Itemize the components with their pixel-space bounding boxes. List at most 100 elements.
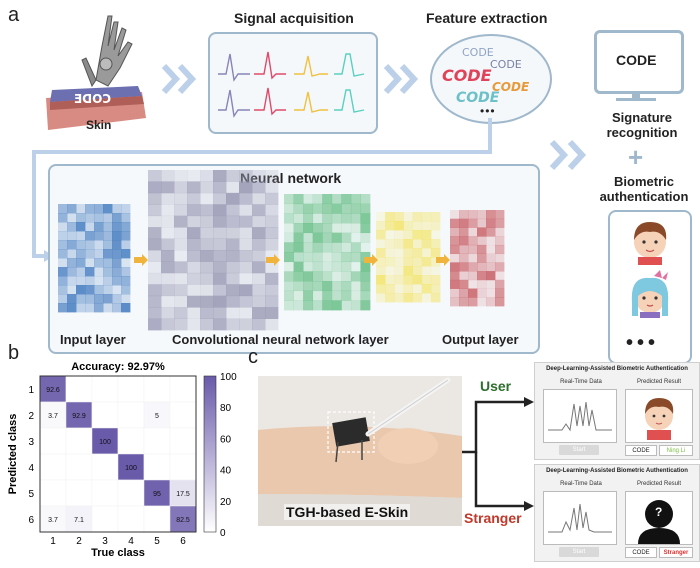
chevron-right-icon xyxy=(548,138,592,177)
cell-value-label: 3.7 xyxy=(48,413,58,420)
user-label: User xyxy=(480,378,512,394)
skin-label: Skin xyxy=(86,118,112,132)
heatmap-cell xyxy=(143,453,171,481)
colorbar-tick-label: 40 xyxy=(220,466,232,477)
heatmap-cell xyxy=(169,375,197,403)
card-title: Deep-Learning-Assisted Biometric Authent… xyxy=(546,366,688,372)
predicted-result-pane: ? xyxy=(625,491,693,545)
stranger-result-tag: Stranger xyxy=(659,547,693,558)
eskin-label: TGH-based E-Skin xyxy=(284,504,411,520)
predicted-result-label: Predicted Result xyxy=(636,379,682,385)
heatmap-cell xyxy=(65,427,93,455)
cell-value-label: 92.9 xyxy=(72,413,86,420)
x-tick-label: 2 xyxy=(76,536,82,547)
cell-value-label: 100 xyxy=(125,465,137,472)
heatmap-cell xyxy=(169,479,197,507)
heatmap-cell xyxy=(169,427,197,455)
cell-value-label: 95 xyxy=(153,491,161,498)
layer-mosaic xyxy=(284,194,371,311)
heatmap-cell xyxy=(65,375,93,403)
arrow-right-icon xyxy=(364,254,378,266)
heatmap-cell xyxy=(65,479,93,507)
heatmap-cell xyxy=(117,453,145,481)
layer-mosaic xyxy=(58,204,131,313)
y-tick-label: 2 xyxy=(28,411,34,422)
heatmap-cell xyxy=(117,479,145,507)
code-tag: CODE xyxy=(625,547,657,558)
heatmap-cell xyxy=(39,479,67,507)
panel-b-letter: b xyxy=(8,342,20,364)
stranger-auth-card: Deep-Learning-Assisted Biometric Authent… xyxy=(534,464,700,562)
predicted-result-label: Predicted Result xyxy=(636,481,682,487)
arrow-right-icon xyxy=(266,254,280,266)
faces-ellipsis: ••• xyxy=(626,332,660,354)
heatmap-cell xyxy=(39,401,67,429)
heatmap-cell xyxy=(143,505,171,533)
heatmap-cell xyxy=(65,453,93,481)
question-mark: ? xyxy=(655,505,663,519)
colorbar-tick-label: 80 xyxy=(220,403,232,414)
colorbar-tick-label: 100 xyxy=(220,372,237,383)
monitor-code-text: CODE xyxy=(616,52,657,68)
heatmap-cell xyxy=(91,505,119,533)
feature-word: CODE xyxy=(492,80,530,94)
heatmap-cell xyxy=(91,375,119,403)
signal-acquisition-title: Signal acquisition xyxy=(234,10,354,26)
x-tick-label: 4 xyxy=(128,536,134,547)
boy-avatar-icon xyxy=(634,222,667,265)
eskin-photo: TGH-based E-Skin xyxy=(258,376,462,526)
heatmap-cell xyxy=(91,453,119,481)
skin-illustration: CODE Skin xyxy=(42,6,150,136)
realtime-data-label: Real-Time Data xyxy=(560,481,602,487)
colorbar xyxy=(203,375,217,533)
heatmap-cell xyxy=(65,505,93,533)
arrow-right-icon xyxy=(134,254,148,266)
face-avatars xyxy=(631,222,669,318)
cell-value-label: 3.7 xyxy=(48,517,58,524)
arrow-right-icon xyxy=(436,254,450,266)
neural-network-layers xyxy=(52,166,532,341)
output-layer-label: Output layer xyxy=(442,332,519,347)
heatmap-cell xyxy=(117,427,145,455)
cell-value-label: 100 xyxy=(99,439,111,446)
panel-a-letter: a xyxy=(8,4,20,26)
cell-value-label: 82.5 xyxy=(176,517,190,524)
conv-layer-label: Convolutional neural network layer xyxy=(172,332,389,347)
heatmap-cell xyxy=(39,505,67,533)
plus-icon: + xyxy=(628,142,644,172)
cell-value-label: 5 xyxy=(155,413,159,420)
x-axis-label: True class xyxy=(91,547,145,559)
unknown-person-icon xyxy=(638,500,680,544)
feature-word: CODE xyxy=(456,90,500,106)
heatmap-cell xyxy=(117,505,145,533)
heatmap-cell xyxy=(39,375,67,403)
heatmap-cell xyxy=(39,427,67,455)
start-button[interactable]: Start xyxy=(559,445,599,455)
realtime-data-pane xyxy=(543,389,617,443)
branch-arrows xyxy=(462,396,536,517)
heatmap-cell xyxy=(169,453,197,481)
heatmap-cell xyxy=(91,401,119,429)
heatmap-cell xyxy=(143,401,171,429)
heatmap-cell xyxy=(117,375,145,403)
feature-extraction-ellipse: CODE CODE CODE CODE CODE ••• xyxy=(430,34,552,124)
heatmap-cell xyxy=(39,453,67,481)
layer-mosaic xyxy=(148,170,279,331)
skin-code-text: CODE xyxy=(74,92,112,106)
layer-mosaic xyxy=(376,212,441,303)
user-result-tag: Ning Li xyxy=(659,445,693,456)
girl-avatar-icon xyxy=(631,270,669,318)
robot-hand-icon xyxy=(46,15,146,130)
colorbar-tick-label: 20 xyxy=(220,497,232,508)
heatmap-cell xyxy=(169,401,197,429)
y-axis-label: Predicted class xyxy=(7,414,19,495)
start-button[interactable]: Start xyxy=(559,547,599,557)
cell-value-label: 7.1 xyxy=(74,517,84,524)
x-tick-label: 5 xyxy=(154,536,160,547)
chart-title: Accuracy: 92.97% xyxy=(71,361,165,373)
heatmap-cell xyxy=(143,479,171,507)
chevron-right-icon xyxy=(382,62,422,101)
plot-frame xyxy=(39,375,197,533)
heatmap-cell xyxy=(143,375,171,403)
predicted-result-pane xyxy=(625,389,693,443)
